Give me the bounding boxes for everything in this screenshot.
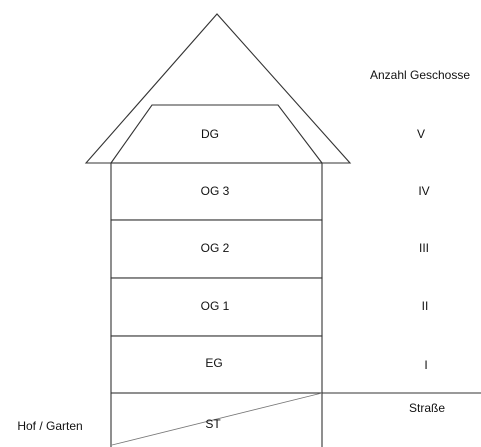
- floor-label-og2: OG 2: [201, 241, 230, 255]
- floor-og1-box: [110, 277, 323, 337]
- floor-label-eg: EG: [205, 356, 222, 370]
- floor-eg-box: [110, 335, 323, 394]
- story-count-iv: IV: [418, 184, 429, 198]
- story-count-iii: III: [419, 241, 429, 255]
- floor-og3-box: [110, 162, 323, 221]
- yard-label: Hof / Garten: [17, 419, 82, 433]
- floor-label-st: ST: [205, 417, 221, 431]
- building-body: [110, 162, 323, 447]
- floor-og2-box: [110, 219, 323, 279]
- floor-label-dg: DG: [201, 127, 219, 141]
- story-count-ii: II: [422, 299, 429, 313]
- count-header-label: Anzahl Geschosse: [370, 68, 470, 82]
- story-count-i: I: [424, 358, 427, 372]
- floor-label-og1: OG 1: [201, 299, 230, 313]
- yard-slope-line: [111, 392, 323, 446]
- story-count-v: V: [417, 127, 425, 141]
- floor-label-og3: OG 3: [201, 184, 230, 198]
- street-label: Straße: [409, 401, 445, 415]
